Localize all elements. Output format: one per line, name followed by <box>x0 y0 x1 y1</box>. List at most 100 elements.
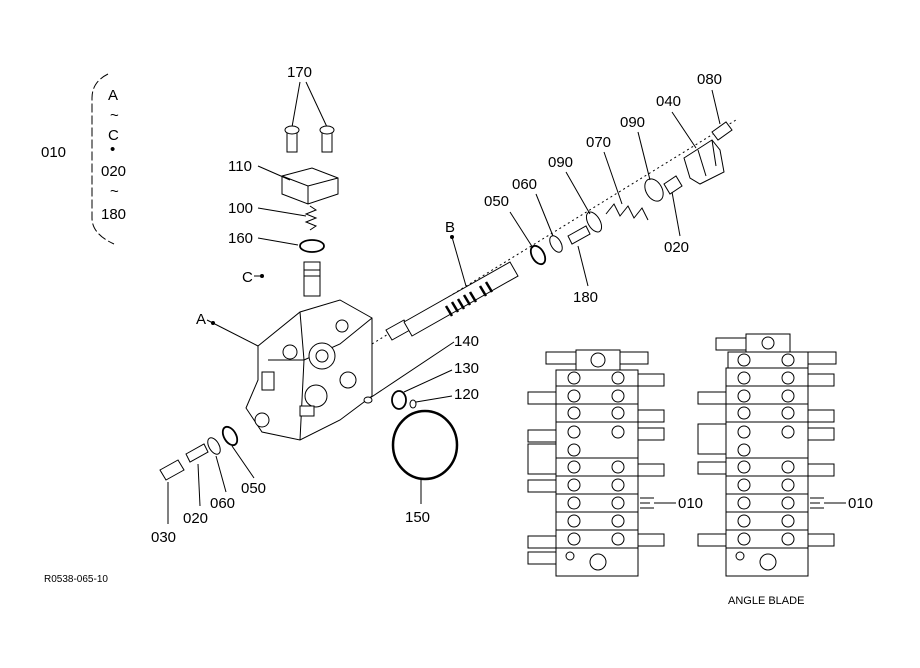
bank2-top-tab-l <box>715 337 747 351</box>
bank1-lever-3 <box>527 443 557 475</box>
leader-120 <box>415 395 453 403</box>
oring-050-lower <box>221 425 239 447</box>
cover-plate-110 <box>281 167 339 205</box>
bolt-head-left <box>284 125 300 135</box>
bank2-holes <box>735 353 795 571</box>
bank2-lever-4 <box>697 533 727 547</box>
figure-code: R0538-065-10 <box>44 574 108 585</box>
bank1-top-tab-r <box>619 351 649 365</box>
bank2-tab-r1 <box>807 373 835 387</box>
group-brace <box>91 73 115 245</box>
bank2-stack <box>725 367 809 577</box>
washer-020-upper <box>567 225 591 245</box>
cap-040 <box>683 139 725 185</box>
leader-110 <box>257 165 291 181</box>
bank2-top-tab-r <box>807 351 837 365</box>
ring-120 <box>409 399 417 409</box>
group-range-6: ~ <box>110 183 119 200</box>
poppet-c <box>303 261 321 297</box>
callout-090-upper: 090 <box>620 114 645 131</box>
leader-090-upper <box>637 131 651 181</box>
leader-020-upper <box>577 245 589 287</box>
bank2-top-hole <box>761 336 775 350</box>
callout-020-upper: 180 <box>573 289 598 306</box>
leader-160 <box>257 237 299 246</box>
bolt-080 <box>663 175 683 195</box>
bank1-tab-r2 <box>637 409 665 423</box>
valve-bank-angle-blade: 010 ANGLE BLADE <box>697 333 873 607</box>
bolt-030 <box>159 459 185 481</box>
bank1-tab-r5 <box>637 533 665 547</box>
bank1-top-hole <box>590 352 606 368</box>
callout-180: 080 <box>697 71 722 88</box>
seat-060-lower <box>207 437 221 455</box>
callout-130: 130 <box>454 360 479 377</box>
callout-090-lower: 090 <box>548 154 573 171</box>
oring-130 <box>391 390 407 410</box>
spool-rod <box>403 261 519 337</box>
callout-040: 040 <box>656 93 681 110</box>
valve-bank-standard: 010 <box>527 349 703 577</box>
bank1-section-lines <box>556 385 638 549</box>
callout-170: 170 <box>287 64 312 81</box>
bank2-tab-r2 <box>807 409 835 423</box>
bank1-lever-2 <box>527 429 557 443</box>
leader-180 <box>711 89 721 125</box>
dot-c <box>260 274 264 278</box>
bank2-tab-r5 <box>807 533 835 547</box>
leader-070 <box>603 151 623 205</box>
oring-160 <box>299 239 325 253</box>
bank1-stack <box>555 369 639 577</box>
leader-060-upper <box>535 193 554 237</box>
callout-060-upper: 060 <box>512 176 537 193</box>
dot-a <box>211 321 215 325</box>
group-range-4: • <box>110 141 115 158</box>
bank2-lever-1 <box>697 391 727 405</box>
callout-050-lower: 050 <box>241 480 266 497</box>
callout-140: 140 <box>454 333 479 350</box>
group-range-5: 020 <box>101 163 126 180</box>
oring-050-upper <box>529 244 547 266</box>
callout-060-lower: 060 <box>210 495 235 512</box>
body-port-2 <box>282 344 298 360</box>
group-range-3: C <box>108 127 119 144</box>
leader-080 <box>671 191 681 237</box>
seat-060-upper <box>549 235 563 253</box>
callout-050-upper: 050 <box>484 193 509 210</box>
body-port-1-inner <box>315 349 329 363</box>
lower-stack: 050 060 020 030 <box>151 425 266 546</box>
bank2-lever-2 <box>697 423 727 455</box>
group-range-1: A <box>108 87 118 104</box>
cover-assembly: 170 110 100 160 C <box>228 64 339 297</box>
body-boss-1 <box>299 405 315 417</box>
callout-020-lower: 020 <box>183 510 208 527</box>
bank1-tab-r1 <box>637 373 665 387</box>
callout-160: 160 <box>228 230 253 247</box>
leader-130 <box>403 369 453 393</box>
body-outline <box>245 299 373 441</box>
valve-body: A <box>196 299 373 441</box>
seat-090-lower <box>585 211 603 233</box>
callout-080: 020 <box>664 239 689 256</box>
leader-170a <box>291 81 301 128</box>
bolt-head-right <box>319 125 335 135</box>
cap-040-edges <box>697 139 717 177</box>
leader-170b <box>305 81 328 128</box>
body-port-6 <box>254 412 270 428</box>
leader-090-lower <box>565 171 591 215</box>
bank2-lever-3 <box>697 461 727 475</box>
body-port-3 <box>335 319 349 333</box>
callout-110: 110 <box>228 158 252 175</box>
body-port-4 <box>304 384 328 408</box>
bank2-tab-r3 <box>807 427 835 441</box>
callout-010-bank1: 010 <box>678 495 703 512</box>
group-part-number: 010 <box>41 144 66 161</box>
body-port-5 <box>339 371 357 389</box>
callout-030: 030 <box>151 529 176 546</box>
group-bracket: 010 A ~ C • 020 ~ 180 <box>41 73 126 245</box>
bolt-180 <box>711 121 733 141</box>
callout-b: B <box>445 219 455 236</box>
bank1-lever-5 <box>527 535 557 549</box>
leader-060-lower <box>215 455 227 493</box>
bank1-tab-r3 <box>637 427 665 441</box>
